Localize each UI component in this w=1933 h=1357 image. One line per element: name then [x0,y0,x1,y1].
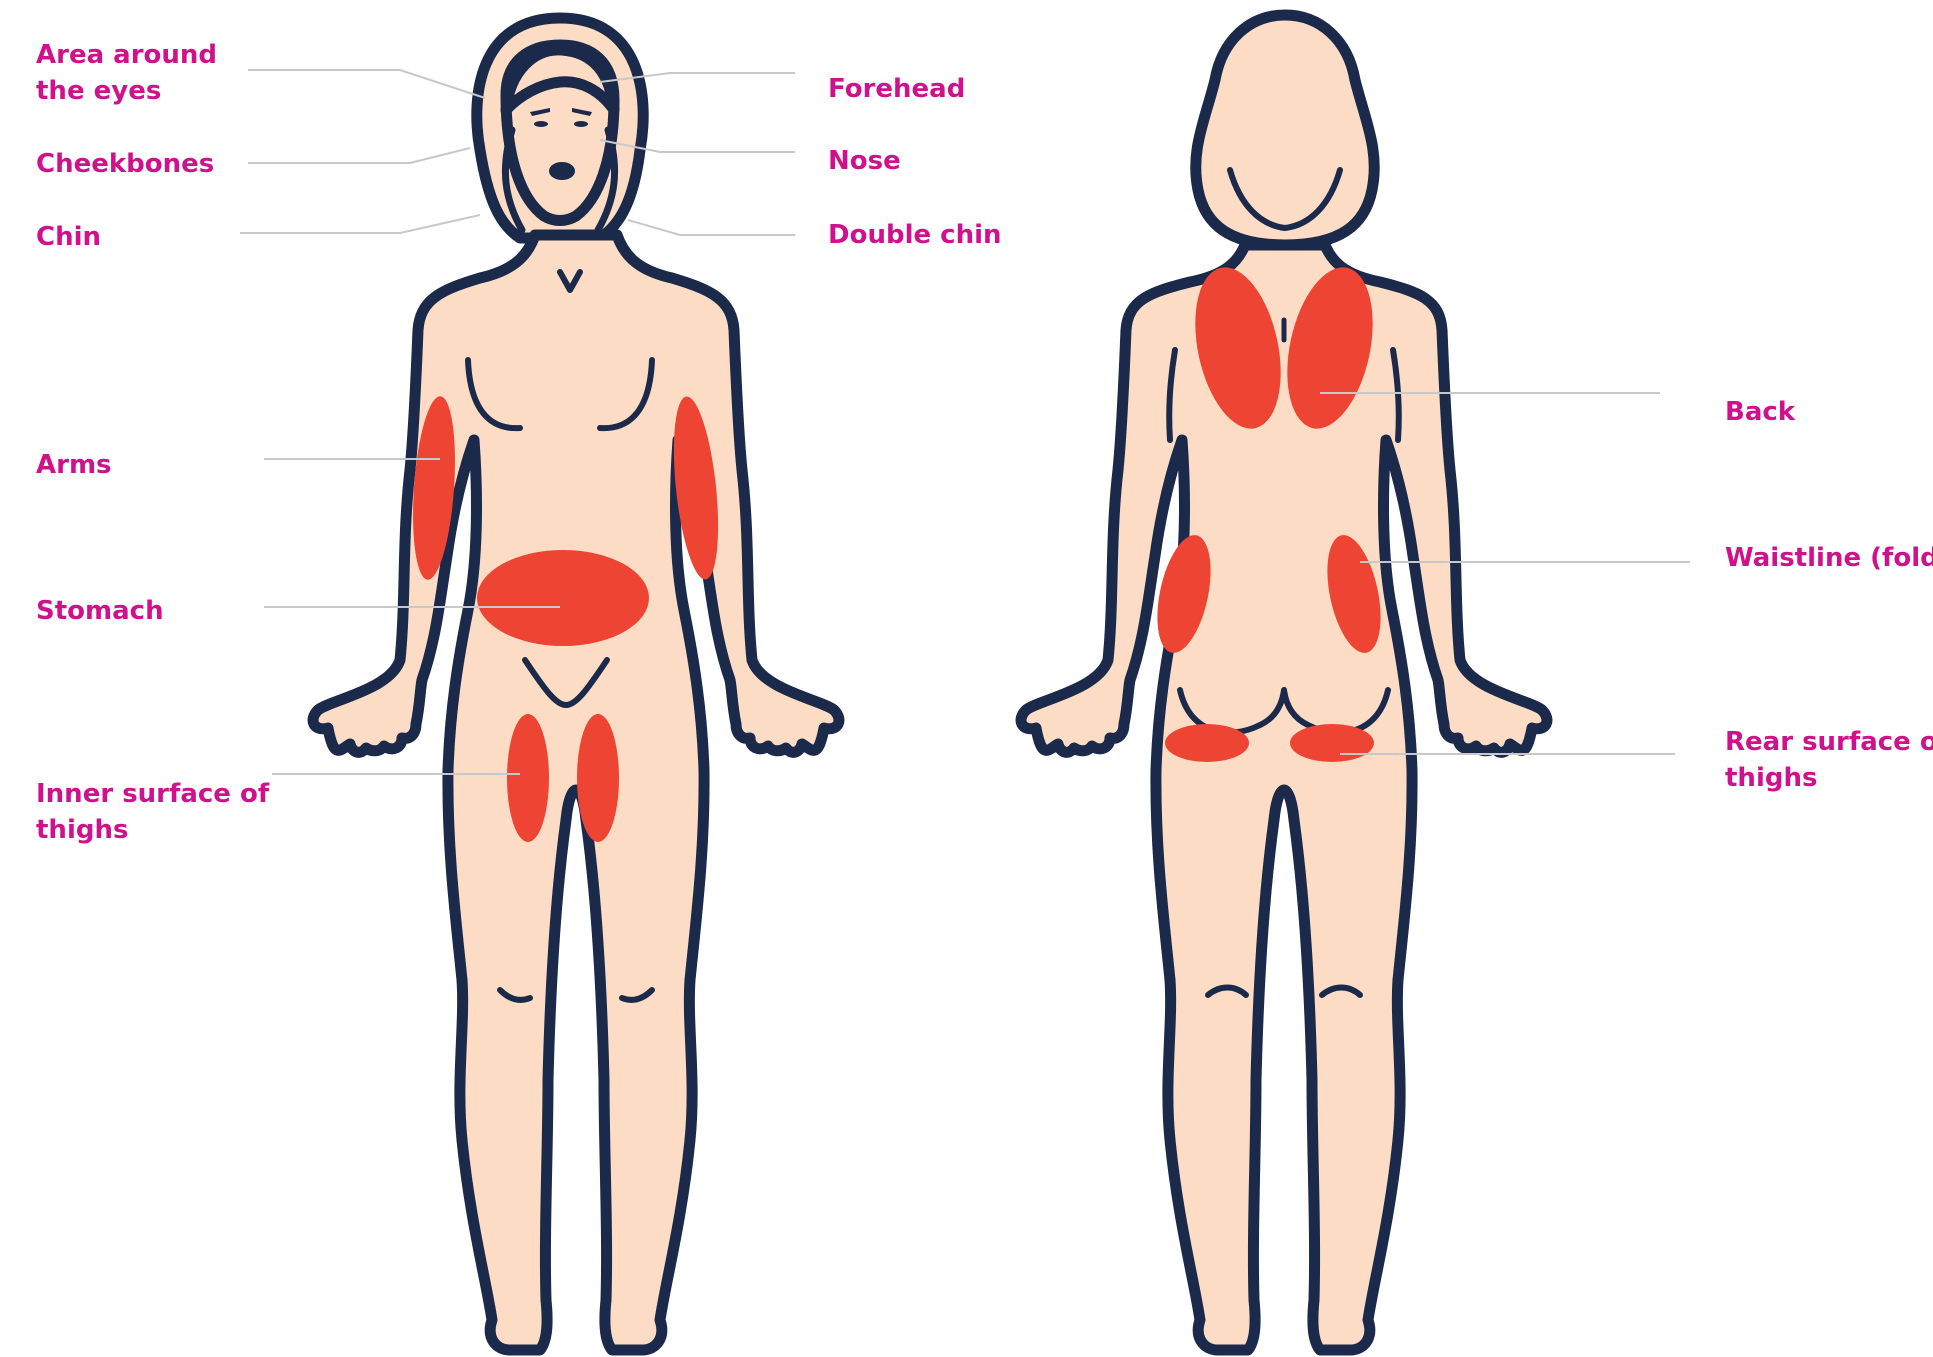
zone-inner-thigh-left [507,714,549,842]
label-rear-thighs-line2: thighs [1725,763,1817,793]
front-lips [549,162,575,180]
label-back: Back [1725,397,1796,427]
zone-stomach [477,550,649,646]
leader-cheekbones [248,148,470,163]
label-inner-thighs-line2: thighs [36,815,128,845]
back-figure [1021,15,1547,1350]
leader-eyes [248,70,485,98]
front-figure [313,18,839,1350]
leader-double-chin [628,220,795,235]
label-cheekbones: Cheekbones [36,149,214,179]
zone-inner-thigh-right [577,714,619,842]
label-inner-thighs-line1: Inner surface of [36,779,270,809]
front-eye-left [534,121,548,127]
label-eyes-line1: Area around [36,40,217,70]
leader-chin [240,215,480,233]
label-eyes-line2: the eyes [36,76,161,106]
label-double-chin: Double chin [828,220,1002,250]
back-body [1021,245,1547,1350]
back-hair [1196,15,1375,245]
label-nose: Nose [828,146,901,176]
zone-rear-thigh-right [1290,724,1374,762]
label-rear-thighs-line1: Rear surface of [1725,727,1933,757]
label-stomach: Stomach [36,596,164,626]
label-arms: Arms [36,450,112,480]
front-eye-right [574,121,588,127]
zone-rear-thigh-left [1165,724,1249,762]
label-waistline: Waistline (folds) [1725,543,1933,573]
label-chin: Chin [36,222,101,252]
label-forehead: Forehead [828,74,965,104]
front-body [313,235,839,1350]
